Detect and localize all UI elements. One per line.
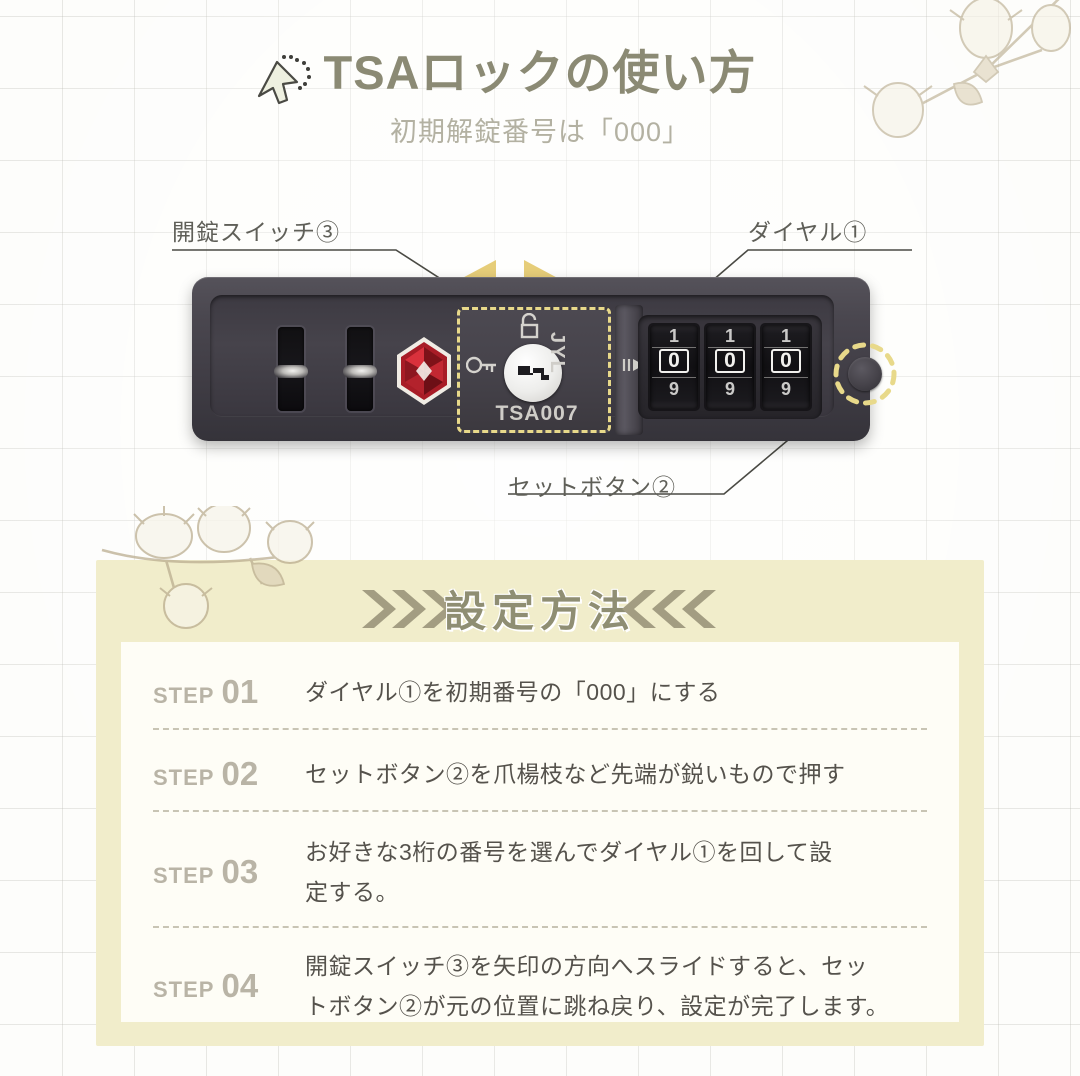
step-divider	[153, 810, 927, 812]
step-divider	[153, 728, 927, 730]
step-text-line: 開錠スイッチ③を矢印の方向へスライドすると、セッ	[305, 953, 869, 979]
dial-3-separator-bottom	[764, 377, 808, 378]
keyhole-highlight-zone: JYL TSA007	[457, 307, 611, 433]
dial-digit-2[interactable]: 1 0 9	[706, 325, 754, 409]
dial-2-separator-top	[708, 347, 752, 348]
dial-digit-3[interactable]: 1 0 9	[762, 325, 810, 409]
step-text-line: ダイヤル①を初期番号の「000」にする	[305, 679, 721, 705]
padlock-icon	[520, 313, 539, 339]
dial-1-current: 0	[650, 349, 698, 373]
callout-unlock-switch: 開錠スイッチ③	[172, 219, 340, 245]
step-divider	[153, 926, 927, 928]
unlock-switch-left[interactable]	[274, 327, 308, 411]
dial-3-current: 0	[762, 349, 810, 373]
chevrons-left-icon	[622, 590, 716, 628]
tsa-lock-device: JYL TSA007 1 0 9 1 0	[192, 277, 897, 441]
chevrons-right-icon	[362, 590, 456, 628]
dial-panel: 1 0 9 1 0 9 1 0 9	[638, 315, 822, 419]
dial-3-previous: 1	[780, 326, 791, 346]
cotton-branch-icon	[863, 0, 1071, 138]
step-text-line: セットボタン②を爪楊枝など先端が鋭いもので押す	[305, 761, 846, 787]
tsa-brand-mark: TSA007	[495, 402, 579, 425]
unlock-switch-right[interactable]	[343, 327, 377, 411]
step-word: STEP	[153, 683, 215, 708]
step-text-line: 定する。	[305, 879, 399, 905]
dial-3-separator-top	[764, 347, 808, 348]
dial-1-previous: 1	[668, 326, 679, 346]
dial-2-current: 0	[706, 349, 754, 373]
dial-1-next: 9	[668, 379, 679, 399]
callout-dial: ダイヤル①	[748, 219, 868, 245]
dial-1-separator-bottom	[652, 377, 696, 378]
step-text: ダイヤル①を初期番号の「000」にする	[305, 672, 720, 712]
dial-digit-1[interactable]: 1 0 9	[650, 325, 698, 409]
key-icon	[466, 356, 496, 374]
step-word: STEP	[153, 863, 215, 888]
step-text-line: トボタン②が元の位置に跳ね戻り、設定が完了します。	[305, 993, 890, 1019]
page-subtitle: 初期解錠番号は「000」	[389, 117, 691, 147]
header-section: TSAロックの使い方 初期解錠番号は「000」	[0, 0, 1080, 180]
maker-mark: JYL	[546, 332, 568, 375]
callout-set-button: セットボタン②	[508, 474, 676, 500]
step-text: 開錠スイッチ③を矢印の方向へスライドすると、セッ トボタン②が元の位置に跳ね戻り…	[305, 946, 889, 1026]
step-number: 04	[221, 967, 259, 1004]
lock-recessed-face: JYL TSA007 1 0 9 1 0	[210, 295, 897, 435]
step-number: 03	[221, 853, 259, 890]
setup-heading: 設定方法	[443, 588, 636, 635]
keyhole-slot-icon	[518, 366, 549, 380]
step-number: 02	[221, 755, 259, 792]
dial-1-separator-top	[652, 347, 696, 348]
tsa-red-diamond-icon	[397, 337, 451, 405]
step-text: セットボタン②を爪楊枝など先端が鋭いもので押す	[305, 754, 846, 794]
keyhole-button[interactable]	[504, 344, 562, 402]
step-text-line: お好きな3桁の番号を選んでダイヤル①を回して設	[305, 839, 833, 865]
set-button[interactable]	[848, 357, 882, 391]
page-title: TSAロックの使い方	[323, 46, 757, 99]
dial-3-next: 9	[780, 379, 791, 399]
cotton-branch-icon	[101, 506, 315, 629]
step-text: お好きな3桁の番号を選んでダイヤル①を回して設 定する。	[305, 832, 833, 912]
click-cursor-icon	[257, 55, 311, 105]
dial-2-next: 9	[724, 379, 735, 399]
dial-2-previous: 1	[724, 326, 735, 346]
step-word: STEP	[153, 765, 215, 790]
step-word: STEP	[153, 977, 215, 1002]
step-number: 01	[221, 673, 259, 710]
set-button-highlight-ring	[833, 342, 897, 406]
dial-2-separator-bottom	[708, 377, 752, 378]
